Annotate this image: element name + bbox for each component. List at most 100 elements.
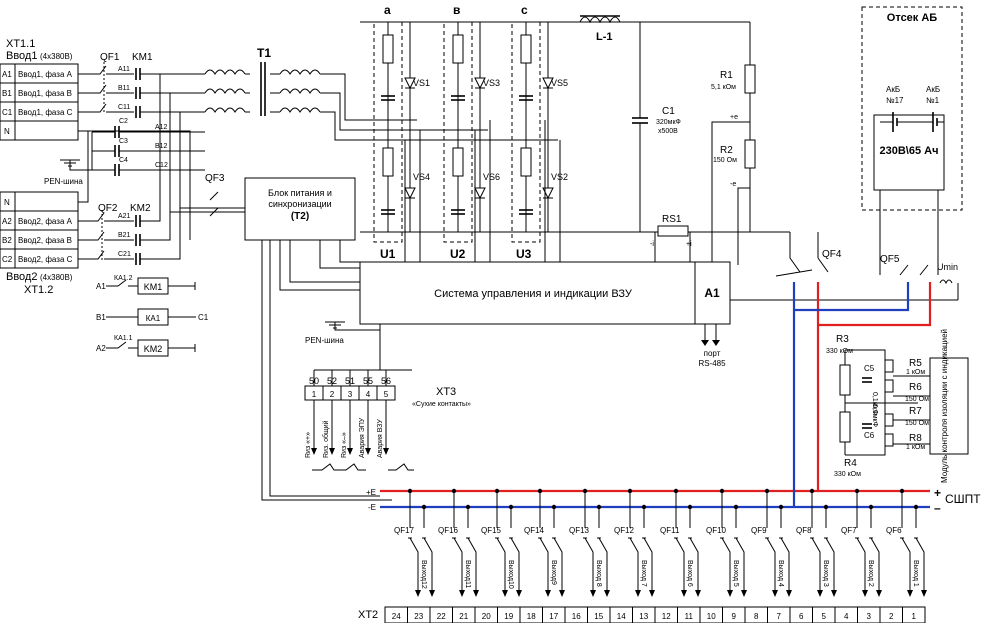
feeder-output-6: Выход 6: [686, 560, 693, 587]
xt2-terminal-1: 1: [912, 612, 917, 621]
port-label: порт: [704, 349, 721, 358]
xt3-signal-4: Авария ЭПУ: [359, 417, 366, 458]
xt2-terminal-22: 22: [437, 612, 446, 621]
c5-label: C5: [864, 364, 875, 373]
r3-value: 330 кОм: [826, 348, 853, 355]
xt2-terminal-21: 21: [459, 612, 468, 621]
r7-value: 150 Ом: [905, 420, 929, 427]
input2-wiring: QF2 KM2 A21 B21 C21 QF3: [78, 74, 245, 265]
xt2-terminal-2: 2: [889, 612, 894, 621]
km-coils: A1 КА1.2 KM1 B1 КА1 C1 A2 КА1.1 KM2: [96, 275, 209, 357]
input2-label: Ввод2: [6, 271, 37, 283]
feeder-output-3: Выход 3: [822, 560, 829, 587]
c1-label: C1: [662, 106, 675, 117]
l1-label: L-1: [596, 31, 613, 43]
bus-plus-sign: +: [934, 486, 941, 500]
coil1-ka: КА1.2: [114, 275, 133, 282]
transformer-t1: T1: [204, 46, 558, 141]
breaker-qf7: QF7: [841, 526, 857, 535]
c1-value: 320мкФ: [656, 119, 681, 126]
r6-value: 150 Ом: [905, 396, 929, 403]
qf4-switch: QF4: [775, 232, 842, 277]
breaker-qf13: QF13: [569, 526, 590, 535]
r4-value: 330 кОм: [834, 471, 861, 478]
minus-e-label: -e: [730, 181, 736, 188]
feeder-output-1: Выход 1: [912, 560, 919, 587]
xt2-terminal-18: 18: [527, 612, 536, 621]
feeder-output-8: Выход 8: [595, 560, 602, 587]
pen-bus-label: PEN-шина: [44, 177, 83, 186]
c5-note: 0,1мкФ: [871, 392, 878, 415]
input2-terminal-block: N A2 Ввод2, фаза А B2 Ввод2, фаза В C2 В…: [0, 191, 79, 296]
dc-bus: +E -E + – СШПТ: [366, 282, 981, 515]
power-block: Блок питания и синхронизации (T2): [244, 120, 561, 501]
bridge-col-b: в: [453, 3, 460, 17]
xt2-terminal-7: 7: [777, 612, 782, 621]
feeder-output-7: Выход 7: [640, 560, 647, 587]
insulation-monitor: R3 330 кОм R4 330 кОм C5 C6 0,1мкФ 0,1мк…: [826, 329, 969, 483]
in2-row-b: Ввод2, фаза В: [18, 236, 72, 245]
in2-pin-b: B2: [2, 236, 12, 245]
xt3-pin-3: 3: [348, 390, 353, 399]
bridge-col-a: а: [384, 3, 391, 17]
dc-filter: L-1 C1 320мкФ х500В R1 5,1 кОм R2 150 Ом…: [579, 15, 790, 265]
insulation-module-text: Модуль контроля изоляции с индикацией: [940, 329, 949, 483]
plus-e-label: +e: [730, 114, 738, 121]
battery-cell17-b: №17: [886, 96, 904, 105]
feeder-output-9: Выход9: [550, 560, 557, 585]
in1-pin-b: B1: [2, 89, 12, 98]
thyristor-vs1: VS1: [413, 78, 430, 88]
r5-label: R5: [909, 358, 922, 369]
xt3-title: XT3: [436, 386, 456, 398]
qf3-label: QF3: [205, 173, 225, 184]
thyristor-vs4: VS4: [413, 172, 430, 182]
qf1-label: QF1: [100, 52, 120, 63]
in2-row-c: Ввод2, фаза С: [18, 255, 73, 264]
xt2-terminal-10: 10: [707, 612, 716, 621]
xt2-terminal-9: 9: [732, 612, 737, 621]
xt3-pin-4: 4: [366, 390, 371, 399]
qf5-label: QF5: [880, 254, 900, 265]
thyristor-vs6: VS6: [483, 172, 500, 182]
km1-label: KM1: [132, 52, 153, 63]
sshpt-label: СШПТ: [945, 492, 981, 506]
pen-bus-label-2: PEN-шина: [305, 336, 344, 345]
c6-note: 0,1мкФ: [871, 404, 878, 427]
xt2-terminal-6: 6: [799, 612, 804, 621]
in1-row-c: Ввод1, фаза С: [18, 108, 73, 117]
coil1-contact: A1: [96, 282, 106, 291]
breaker-qf14: QF14: [524, 526, 545, 535]
power-block-line3: (T2): [291, 211, 309, 222]
a12-label: A12: [155, 124, 168, 131]
battery-cell1-a: АкБ: [926, 85, 940, 94]
c4-label: C4: [119, 157, 128, 164]
feeder-output-11: Выход11: [464, 560, 471, 588]
battery-rating: 230В\65 Ач: [880, 145, 939, 157]
xt3-signal-3: Rиз «–»: [341, 432, 348, 458]
breaker-qf11: QF11: [660, 526, 680, 535]
breaker-qf8: QF8: [796, 526, 812, 535]
xt2-terminal-24: 24: [392, 612, 401, 621]
coil2-name: КА1: [146, 314, 161, 323]
c12-label: C12: [155, 162, 168, 169]
c1-voltage: х500В: [658, 128, 678, 135]
rs1-minus-label: -i: [650, 241, 654, 248]
unit-u2: U2: [450, 247, 466, 261]
xt2-terminal-16: 16: [572, 612, 581, 621]
c3-label: C3: [119, 138, 128, 145]
in2-pin-c: C2: [2, 255, 13, 264]
in2-pin-a: A2: [2, 217, 12, 226]
coil3-ka: КА1.1: [114, 335, 133, 342]
feeder-output-4: Выход 4: [777, 560, 784, 587]
bridge-col-c: с: [521, 3, 528, 17]
xt2-label: XT2: [358, 609, 378, 621]
power-block-line1: Блок питания и: [268, 188, 332, 198]
input2-rating: (4х380В): [40, 273, 73, 282]
qf2-label: QF2: [98, 203, 118, 214]
bus-minus-sign: –: [934, 501, 941, 515]
breaker-qf12: QF12: [614, 526, 635, 535]
breaker-qf15: QF15: [481, 526, 502, 535]
